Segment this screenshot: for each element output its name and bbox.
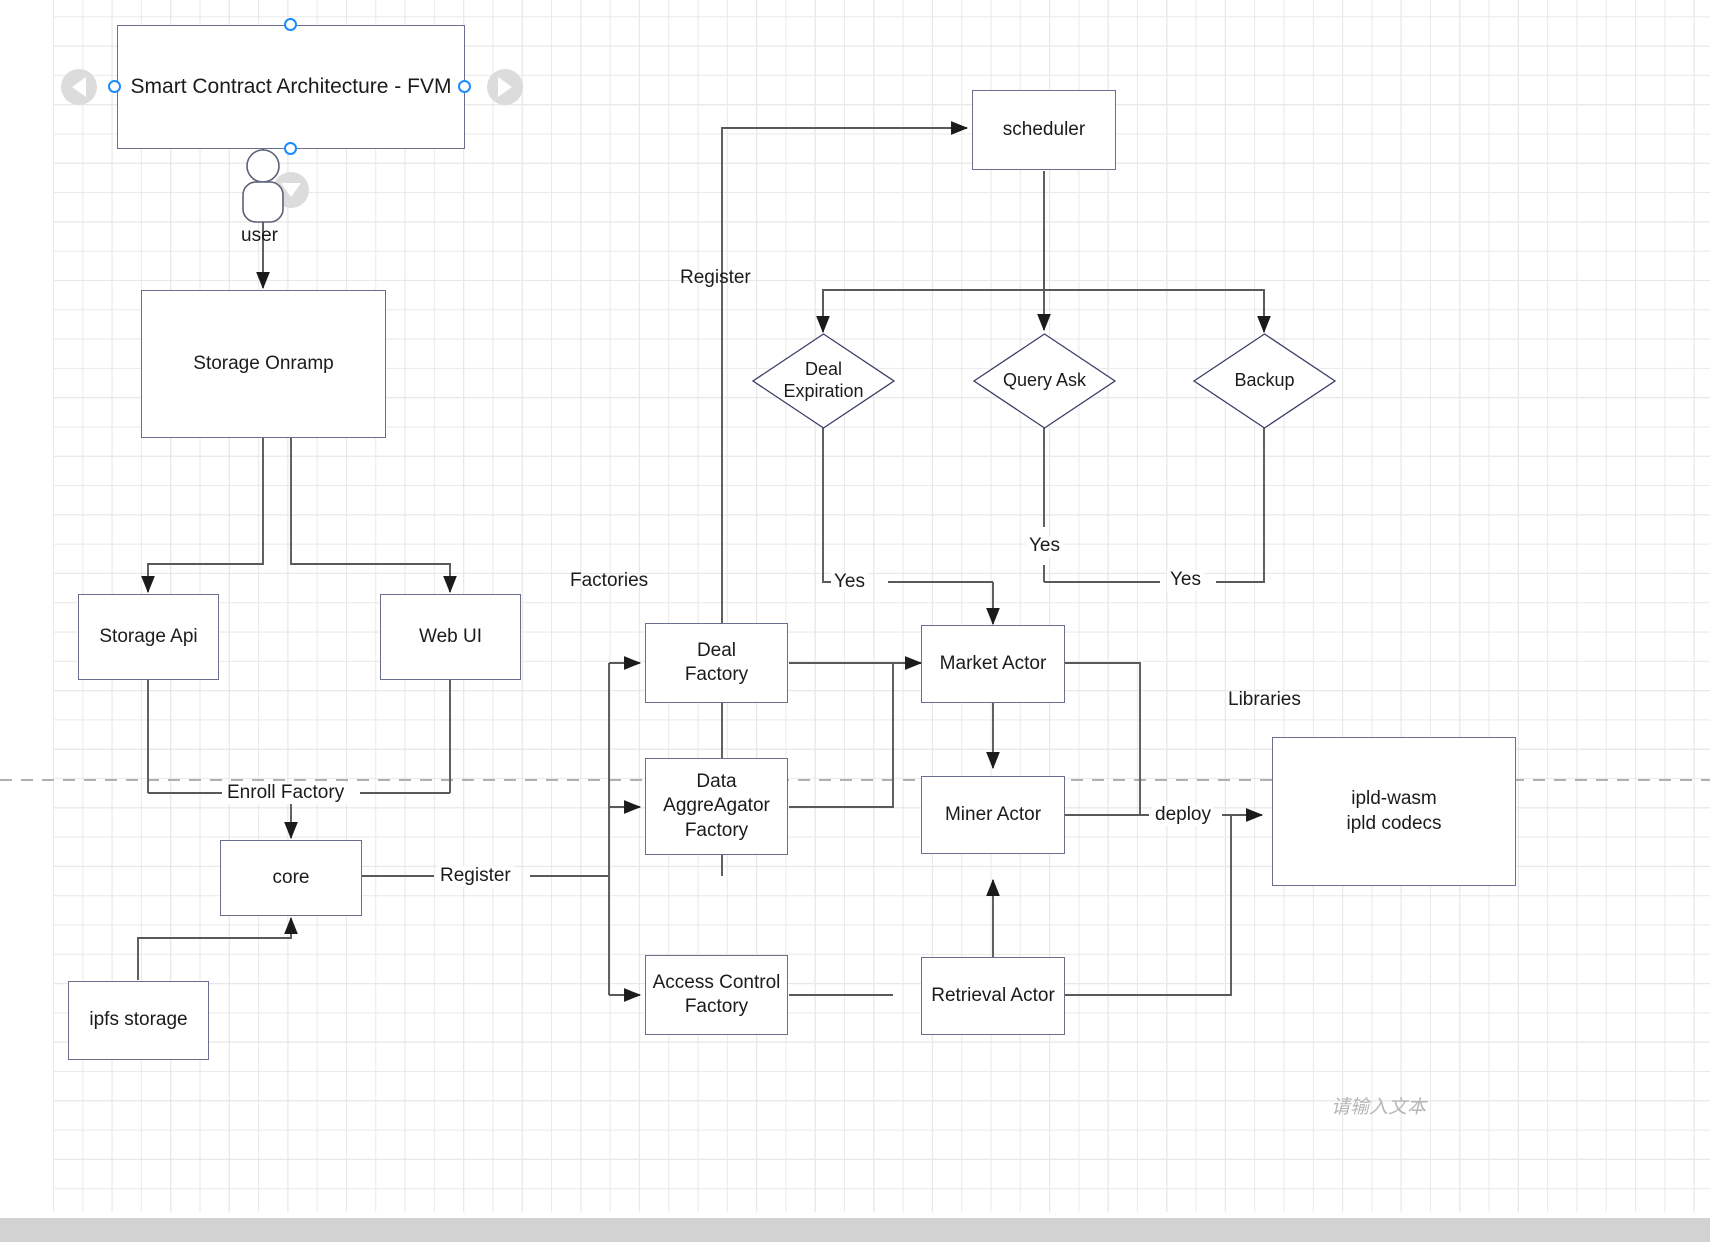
node-miner-actor[interactable]: Miner Actor <box>921 776 1065 854</box>
decision-backup[interactable]: Backup <box>1192 333 1337 429</box>
canvas-grid <box>53 0 1710 1212</box>
edge-label-deploy: deploy <box>1152 804 1214 826</box>
decision-query-ask[interactable]: Query Ask <box>972 333 1117 429</box>
selection-handle-bottom[interactable] <box>284 142 297 155</box>
text-placeholder[interactable]: 请输入文本 <box>1331 1097 1427 1118</box>
node-web-ui[interactable]: Web UI <box>380 594 521 680</box>
connector-layer <box>0 121 1710 1002</box>
edge-label-enroll-factory: Enroll Factory <box>224 782 348 804</box>
node-access-control-factory[interactable]: Access Control Factory <box>645 955 788 1035</box>
selection-handle-top[interactable] <box>284 18 297 31</box>
chevron-left-icon <box>72 77 86 97</box>
node-data-aggreagator-factory[interactable]: Data AggreAgator Factory <box>645 758 788 855</box>
nav-right-button[interactable] <box>487 69 523 105</box>
edge-label-register-scheduler: Register <box>680 267 751 288</box>
node-market-actor[interactable]: Market Actor <box>921 625 1065 703</box>
group-label-libraries: Libraries <box>1228 689 1301 710</box>
group-label-factories: Factories <box>570 570 649 591</box>
node-title-box[interactable]: Smart Contract Architecture - FVM <box>117 25 465 149</box>
user-actor-label: user <box>241 225 278 246</box>
node-scheduler[interactable]: scheduler <box>972 90 1116 170</box>
chevron-down-icon <box>281 183 301 197</box>
horizontal-scrollbar[interactable] <box>0 1218 1710 1242</box>
node-storage-api[interactable]: Storage Api <box>78 594 219 680</box>
nav-left-button[interactable] <box>61 69 97 105</box>
user-actor-icon[interactable] <box>236 148 290 224</box>
decision-deal-expiration[interactable]: Deal Expiration <box>751 333 896 429</box>
node-storage-onramp[interactable]: Storage Onramp <box>141 290 386 438</box>
edge-label-yes-backup: Yes <box>1167 569 1204 591</box>
selection-handle-left[interactable] <box>108 80 121 93</box>
edge-label-yes-deal-expiration: Yes <box>831 571 868 593</box>
chevron-right-icon <box>498 77 512 97</box>
diagram-canvas[interactable]: Smart Contract Architecture - FVM user S… <box>0 0 1710 1212</box>
node-retrieval-actor[interactable]: Retrieval Actor <box>921 957 1065 1035</box>
node-ipfs-storage[interactable]: ipfs storage <box>68 981 209 1060</box>
edge-label-yes-query-ask: Yes <box>1026 535 1063 557</box>
node-core[interactable]: core <box>220 840 362 916</box>
node-deal-factory[interactable]: Deal Factory <box>645 623 788 703</box>
node-ipld-libraries[interactable]: ipld-wasm ipld codecs <box>1272 737 1516 886</box>
edge-label-register-core: Register <box>437 865 514 887</box>
horizontal-scrollbar-thumb[interactable] <box>0 1218 1600 1242</box>
selection-handle-right[interactable] <box>458 80 471 93</box>
